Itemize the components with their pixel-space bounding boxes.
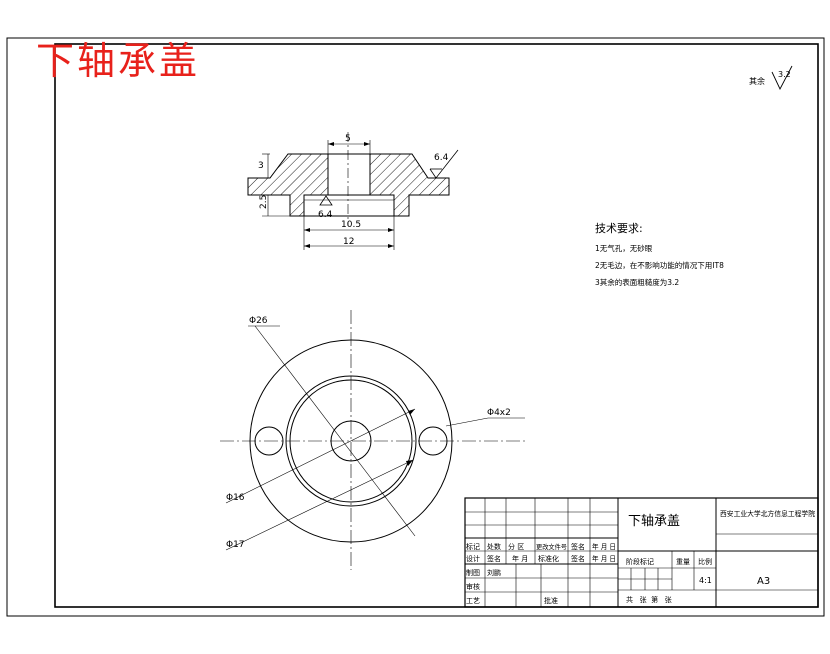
dim-d4x2: Φ4x2 [487,408,511,418]
dim-lower-height: 2.5 [259,195,269,209]
tb-cell: 标准化 [538,554,559,563]
tb-cell: 年 月 日 [592,542,616,551]
tb-cell: 处数 [487,542,501,551]
dim-inner-width: 10.5 [341,220,361,230]
tb-scale-value: 4:1 [699,576,712,585]
plan-view: Φ26 Φ4x2 Φ16 Φ17 [220,310,525,570]
tb-format: A3 [757,576,770,587]
title-school: 西安工业大学北方信息工程学院 [720,509,815,518]
tb-cell: 签名 [571,542,585,551]
tb-cell: 审核 [466,582,480,591]
tb-sheet-text: 共 张 第 张 [626,595,672,604]
tb-cell: 更改文件号 [536,542,567,551]
tb-cell: 标记 [466,542,480,551]
inner-frame [54,43,819,608]
title-block-text: 下轴承盖 西安工业大学北方信息工程学院 标记 处数 分 区 更改文件号 签名 年… [466,509,815,605]
tb-scale-label: 比例 [698,557,712,566]
dim-d26: Φ26 [249,316,268,326]
roughness-inner: 6.4 [318,210,333,220]
tb-cell: 刘鹏 [487,568,501,577]
surface-finish-symbol: 其余 3.2 [749,65,793,91]
title-part-name: 下轴承盖 [628,514,680,529]
tb-cell: 设计 [466,554,480,563]
tb-cell: 分 区 [508,542,524,551]
dim-outer-width: 12 [343,237,354,247]
dim-d16: Φ16 [226,493,245,503]
tb-stage-label: 阶段标记 [626,557,654,566]
section-view: 5 3 2.5 10.5 12 6.4 6.4 [247,132,459,250]
tb-cell: 签名 [571,554,585,563]
tb-cell: 签名 [487,554,501,563]
tb-cell: 批准 [544,596,558,605]
tech-requirement-item: 3其余的表面粗糙度为3.2 [595,277,679,287]
roughness-right: 6.4 [434,153,449,163]
tech-requirement-item: 2无毛边，在不影响功能的情况下用IT8 [595,260,724,270]
tb-cell: 工艺 [466,597,480,605]
surface-finish-label: 其余 [749,76,765,86]
tb-cell: 制图 [466,568,480,577]
outer-frame [6,37,825,617]
tech-requirement-item: 1无气孔，无砂眼 [595,243,653,253]
dim-flange-thickness: 3 [258,161,264,171]
surface-finish-value: 3.2 [778,70,791,79]
tech-requirements-title: 技术要求: [595,222,643,235]
tech-requirements: 技术要求: 1无气孔，无砂眼 2无毛边，在不影响功能的情况下用IT8 3其余的表… [595,222,724,287]
page-title: 下轴承盖 [36,39,200,83]
tb-cell: 年 月 [512,554,528,563]
title-block [464,497,819,608]
dim-d17: Φ17 [226,540,245,550]
dim-top-width: 5 [345,134,351,144]
tb-cell: 年 月 日 [592,554,616,563]
tb-weight-label: 重量 [676,558,690,566]
